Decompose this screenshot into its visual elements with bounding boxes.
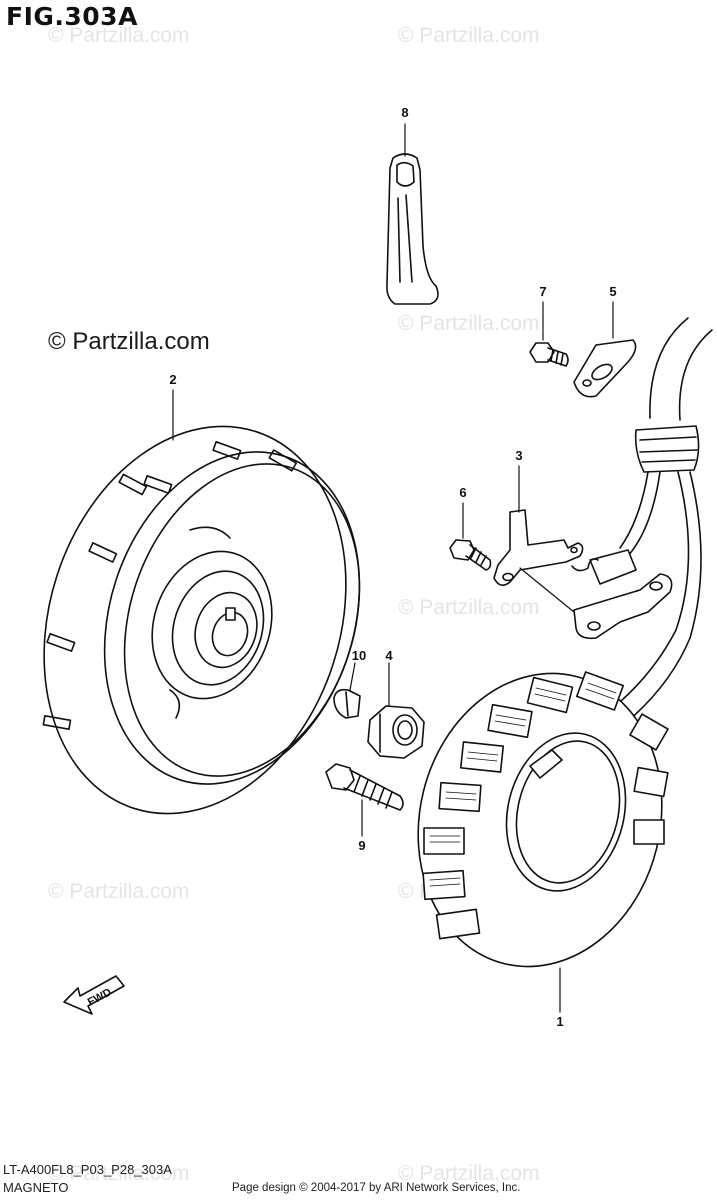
callout-1: 1	[556, 1014, 563, 1029]
callout-4: 4	[385, 648, 393, 663]
part-10-key	[333, 688, 361, 719]
part-1-stator	[417, 671, 669, 968]
callout-10: 10	[352, 648, 366, 663]
watermark: © Partzilla.com	[398, 312, 540, 335]
watermark: © Partzilla.com	[48, 24, 190, 47]
callout-6: 6	[459, 485, 466, 500]
part-3-bracket	[493, 509, 673, 640]
figure-title: FIG.303A	[6, 2, 138, 31]
part-8-clamp	[386, 153, 439, 305]
watermark: © Partzilla.com	[48, 880, 190, 903]
copyright-credit: Page design © 2004-2017 by ARI Network S…	[232, 1182, 521, 1194]
part-2-rotor	[42, 425, 361, 815]
watermark: © Partzilla.com	[398, 24, 540, 47]
watermark: © Partzilla.com	[398, 596, 540, 619]
callout-7: 7	[539, 284, 546, 299]
part-code: LT-A400FL8_P03_P28_303A	[3, 1162, 172, 1177]
section-name: MAGNETO	[3, 1180, 69, 1195]
fwd-arrow: FWD	[63, 975, 125, 1015]
part-6-bolt	[449, 539, 492, 571]
leader-10	[349, 662, 356, 691]
callout-2: 2	[169, 372, 176, 387]
watermark: © Partzilla.com	[398, 1162, 540, 1185]
watermark: © Partzilla.com	[48, 1162, 190, 1185]
callout-9: 9	[358, 838, 365, 853]
part-7-bolt	[529, 342, 569, 367]
part-9-bolt	[325, 763, 404, 811]
callout-3: 3	[515, 448, 522, 463]
brand-text: © Partzilla.com	[48, 328, 210, 355]
part-5-plate	[573, 339, 637, 398]
callout-5: 5	[609, 284, 616, 299]
callout-8: 8	[401, 105, 408, 120]
part-4-nut	[367, 705, 425, 759]
